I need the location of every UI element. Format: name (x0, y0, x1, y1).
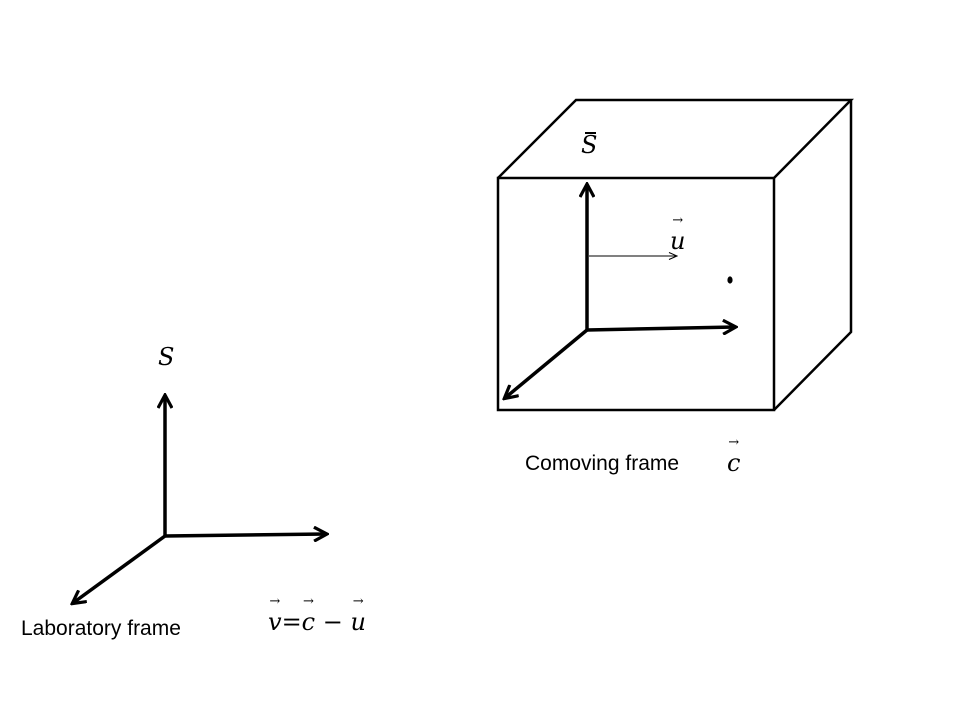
velocity-equation: v=c − u (268, 608, 366, 636)
comoving-velocity-symbol: c (727, 449, 740, 477)
relative-velocity-label: u (670, 227, 685, 255)
lab-frame-symbol: S (158, 343, 175, 371)
comoving-frame-axes (505, 185, 735, 398)
equation-minus: − (322, 608, 343, 636)
equation-lhs: v (268, 608, 282, 636)
equation-term1: c (302, 608, 315, 636)
relative-velocity-symbol: u (670, 227, 685, 255)
comoving-frame-caption: Comoving frame (525, 452, 680, 475)
cube-top-face (497, 98, 854, 179)
lab-frame-axes (73, 396, 326, 603)
comoving-velocity-label: c (727, 449, 740, 477)
lab-axis-diagonal (73, 534, 167, 603)
lab-axis-horizontal (164, 534, 326, 536)
cube-side-face (773, 100, 853, 411)
comoving-frame-symbol-text: S (581, 131, 598, 159)
equation-equals: = (281, 608, 302, 636)
cube-front-face (496, 176, 776, 412)
comoving-frame-symbol: S (581, 131, 597, 159)
particle-dot (727, 276, 733, 284)
comoving-axis-diagonal (505, 328, 589, 398)
equation-term2: u (351, 608, 366, 636)
comoving-cube (496, 98, 854, 412)
comoving-axis-horizontal (586, 327, 735, 330)
lab-frame-caption: Laboratory frame (21, 617, 181, 640)
